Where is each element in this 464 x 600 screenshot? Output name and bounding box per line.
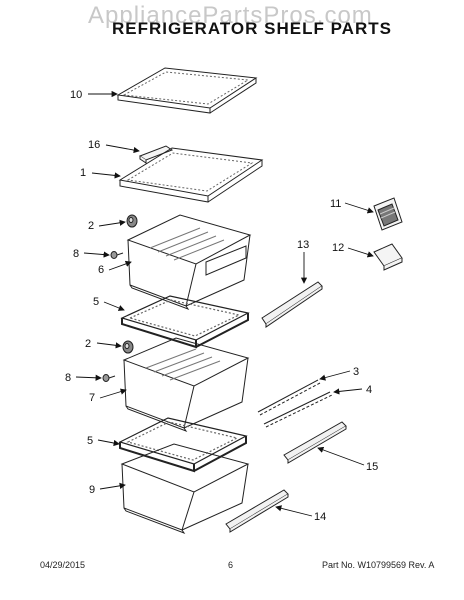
callout-8: 8 bbox=[73, 248, 79, 260]
part-3-rail bbox=[257, 379, 321, 416]
footer-part-number: Part No. W10799569 Rev. A bbox=[322, 560, 435, 570]
part-14-slide-rail bbox=[225, 489, 289, 533]
part-4-rail bbox=[263, 391, 333, 428]
callout-13: 13 bbox=[297, 239, 309, 251]
part-12-bracket bbox=[373, 243, 403, 271]
footer-date: 04/29/2015 bbox=[40, 560, 86, 570]
callout-9: 9 bbox=[89, 484, 95, 496]
callout-5: 5 bbox=[87, 435, 93, 447]
part-6-crisper-pan bbox=[126, 214, 252, 311]
callout-2: 2 bbox=[88, 220, 94, 232]
callout-16: 16 bbox=[88, 139, 100, 151]
part-11-control-housing bbox=[373, 197, 403, 231]
part-2-roller-upper bbox=[126, 214, 138, 228]
part-5-crisper-cover-upper bbox=[120, 295, 250, 349]
callout-4: 4 bbox=[366, 384, 372, 396]
part-2-roller-lower bbox=[122, 340, 134, 354]
callout-6: 6 bbox=[98, 264, 104, 276]
part-5-crisper-cover-lower bbox=[118, 417, 248, 473]
part-7-crisper-pan bbox=[122, 337, 250, 433]
callout-11: 11 bbox=[330, 198, 341, 210]
leader-lines bbox=[75, 90, 374, 517]
part-15-slide-rail bbox=[283, 421, 347, 464]
callout-14: 14 bbox=[314, 511, 326, 523]
part-13-slide-rail bbox=[261, 281, 323, 328]
callout-15: 15 bbox=[366, 461, 378, 473]
part-8-screw-lower bbox=[102, 374, 116, 382]
diagram-title: REFRIGERATOR SHELF PARTS bbox=[112, 19, 392, 38]
callout-7: 7 bbox=[89, 392, 95, 404]
watermark-text: AppliancePartsPros.com bbox=[88, 2, 373, 29]
footer-page-number: 6 bbox=[228, 560, 234, 570]
callout-2: 2 bbox=[85, 338, 91, 350]
callout-12: 12 bbox=[332, 242, 344, 254]
part-10-glass-shelf bbox=[116, 67, 258, 114]
part-9-bottom-pan bbox=[120, 443, 250, 535]
callout-10: 10 bbox=[70, 89, 82, 101]
callout-labels: 10 16 1 2 8 6 5 2 8 7 5 9 11 12 13 3 4 1… bbox=[65, 89, 378, 523]
part-8-screw-upper bbox=[110, 251, 124, 259]
callout-1: 1 bbox=[80, 167, 86, 179]
callout-5: 5 bbox=[93, 296, 99, 308]
part-1-glass-shelf bbox=[118, 147, 264, 203]
callout-8: 8 bbox=[65, 372, 71, 384]
part-16-trim bbox=[138, 145, 174, 164]
callout-3: 3 bbox=[353, 366, 359, 378]
